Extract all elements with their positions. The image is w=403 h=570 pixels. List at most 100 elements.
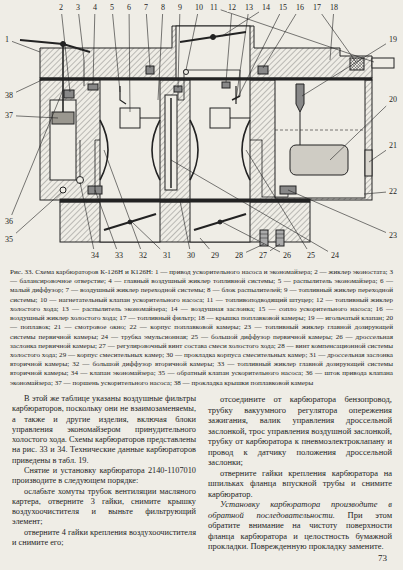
callout-number: 11	[209, 3, 219, 12]
leader-line	[246, 150, 307, 249]
leader-line	[322, 14, 356, 62]
callout-number: 14	[261, 4, 271, 12]
callout-number: 37	[4, 112, 14, 120]
callout-number: 14	[261, 3, 271, 12]
leader-line	[79, 14, 84, 60]
callout-number: 25	[306, 252, 316, 260]
leader-line	[200, 238, 209, 249]
paragraph: Снятие и установку карбюратора 2140-1107…	[12, 466, 196, 487]
body-text: отверните гайки крепления карбюратора на…	[208, 468, 392, 499]
callout-number: 38	[4, 91, 14, 100]
leader-line	[270, 244, 280, 251]
text-column: отсоедините от карбюратора бензопровод, …	[208, 394, 392, 552]
leader-line	[302, 44, 386, 96]
callout-number: 24	[330, 251, 340, 260]
callout-number: 5	[109, 4, 115, 12]
callout-number: 11	[209, 4, 219, 12]
leader-line	[222, 12, 259, 36]
callout-number: 21	[388, 142, 398, 150]
callout-number: 37	[4, 111, 14, 120]
callout-number: 33	[114, 251, 124, 260]
callout-number: 15	[278, 4, 288, 12]
leader-line	[222, 222, 280, 252]
body-text: отверните 4 гайки крепления воздухоочист…	[12, 528, 196, 547]
leader-line	[178, 14, 180, 88]
leader-line	[330, 14, 334, 60]
leader-line	[180, 201, 190, 249]
callout-number: 27	[258, 252, 268, 260]
callout-number: 6	[126, 4, 132, 12]
callout-number: 8	[160, 4, 166, 12]
callout-number: 30	[186, 251, 196, 260]
callout-number: 29	[210, 251, 220, 260]
callout-number: 32	[138, 252, 148, 260]
leader-line	[12, 90, 63, 215]
callout-number: 34	[90, 252, 100, 260]
callout-number: 19	[388, 35, 398, 44]
callout-number: 9	[177, 3, 183, 12]
callout-number: 35	[4, 235, 14, 244]
callout-number: 16	[295, 4, 305, 12]
leader-line	[288, 190, 386, 233]
paragraph: ослабьте хомуты трубок вентиляции маслян…	[12, 487, 196, 528]
callout-number: 4	[92, 4, 98, 12]
callout-number: 19	[388, 36, 398, 44]
leader-line	[93, 14, 95, 84]
callout-number: 4	[92, 3, 98, 12]
callout-number: 8	[160, 3, 166, 12]
callout-number: 33	[114, 252, 124, 260]
body-text: отсоедините от карбюратора бензопровод, …	[208, 394, 392, 467]
leader-line	[236, 14, 248, 100]
callout-number: 1	[4, 36, 10, 44]
callout-number: 21	[388, 141, 398, 150]
callout-number: 17	[312, 3, 322, 12]
callout-number: 36	[4, 218, 14, 226]
paragraph: отверните 4 гайки крепления воздухоочист…	[12, 528, 196, 549]
callout-number: 23	[388, 232, 398, 240]
callout-number: 12	[227, 4, 237, 12]
leader-line	[158, 14, 163, 100]
callout-number: 29	[210, 252, 220, 260]
callout-number: 23	[388, 231, 398, 240]
callout-number: 15	[278, 3, 288, 12]
callout-number: 24	[330, 252, 340, 260]
leader-line	[221, 10, 374, 62]
callout-number: 1	[4, 35, 10, 44]
callout-number: 35	[4, 236, 14, 244]
body-text: ослабьте хомуты трубок вентиляции маслян…	[12, 487, 196, 527]
callout-number: 13	[244, 4, 254, 12]
leader-lines	[0, 0, 403, 268]
callout-number: 34	[90, 251, 100, 260]
leader-line	[238, 14, 280, 97]
callout-number: 18	[329, 3, 339, 12]
callout-number: 10	[194, 3, 204, 12]
leader-line	[146, 14, 150, 68]
callout-number: 18	[329, 4, 339, 12]
page-number: 73	[378, 553, 387, 563]
leader-line	[113, 14, 120, 92]
figure-caption: Рис. 33. Схема карбюраторов К-126Н и К12…	[10, 268, 393, 388]
leader-line	[263, 14, 296, 68]
callout-number: 17	[312, 4, 322, 12]
callout-number: 28	[234, 252, 244, 260]
body-text: Снятие и установку карбюратора 2140-1107…	[12, 466, 196, 485]
callout-number: 13	[244, 3, 254, 12]
leader-line	[104, 150, 141, 249]
callout-number: 16	[295, 3, 305, 12]
callout-number: 5	[109, 3, 115, 12]
callout-number: 3	[75, 4, 81, 12]
paragraph: отсоедините от карбюратора бензопровод, …	[208, 394, 392, 468]
callout-number: 22	[388, 188, 398, 196]
text-column: В этой же таблице указаны воздушные филь…	[12, 394, 196, 548]
leader-line	[16, 192, 62, 233]
leader-line	[132, 222, 160, 249]
callout-number: 31	[162, 252, 172, 260]
paragraph: отверните гайки крепления карбюратора на…	[208, 468, 392, 500]
leader-line	[171, 160, 328, 251]
callout-number: 26	[282, 252, 292, 260]
caption-text: Рис. 33. Схема карбюраторов К-126Н и К12…	[10, 268, 393, 387]
leader-line	[129, 14, 131, 112]
callout-number: 3	[75, 3, 81, 12]
callout-number: 20	[388, 95, 398, 104]
callout-number: 28	[234, 251, 244, 260]
